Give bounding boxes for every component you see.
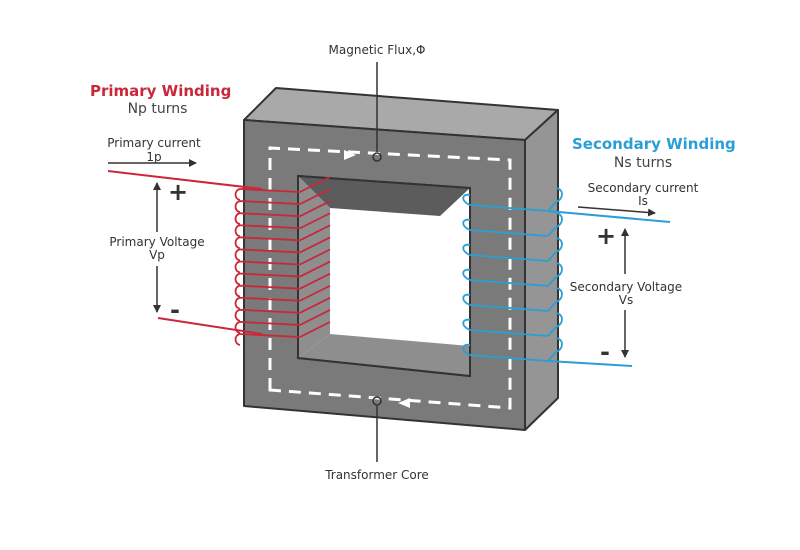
secondary-plus-sign: + [596,222,617,250]
secondary-coil-turn [462,212,563,237]
primary-lead-bottom [157,317,263,335]
secondary-lead-bottom [547,360,633,367]
secondary-current-label: Secondary current [587,181,699,195]
primary-coil-turn [234,212,331,238]
primary-lead-top [107,170,263,190]
secondary-coil-turn [462,262,563,287]
core-side-face [524,109,559,431]
primary-voltage-symbol: Vp [149,248,165,262]
core-window-side-face [298,176,330,358]
primary-coil-turn [234,284,331,310]
primary-coil-turn [234,248,331,274]
core-window-outline [297,174,471,378]
magnetic-flux-label: Magnetic Flux,Φ [328,43,426,57]
flux-arrow-top [344,150,356,160]
secondary-coil-turn [462,237,563,262]
primary-coil-turn [234,236,331,262]
secondary-current-symbol: Is [638,194,648,208]
primary-coil-turn [234,272,331,298]
primary-current-symbol: 1p [146,150,162,164]
secondary-coil-turn [462,287,563,312]
primary-turns-label: Np turns [127,101,188,117]
primary-winding-coil [234,176,331,346]
primary-coil-turn [234,321,331,346]
primary-coil-turn [234,260,331,286]
primary-plus-sign: + [168,178,189,206]
secondary-voltage-symbol: Vs [618,293,634,307]
primary-coil-turn [234,200,331,226]
primary-coil-turn [234,224,331,250]
primary-coil-turn [234,176,331,201]
transformer-core-body [243,87,559,431]
secondary-coil-turn [462,187,563,212]
secondary-lead-top [547,210,671,223]
secondary-turns-label: Ns turns [613,155,673,171]
secondary-minus-sign: - [600,338,610,366]
primary-coil-turn [234,297,331,322]
secondary-current-arrow [577,206,656,217]
flux-arrow-bottom [398,398,410,408]
primary-voltage-label: Primary Voltage [109,235,205,249]
transformer-core-label: Transformer Core [325,468,429,482]
secondary-voltage-label: Secondary Voltage [569,280,683,294]
core-window-bottom-face [298,334,470,376]
flux-pointer-dot [372,152,382,162]
primary-coil-turn [234,188,331,213]
magnetic-flux-path [268,146,512,410]
primary-minus-sign: - [170,296,180,324]
core-pointer-dot [372,396,382,406]
primary-coil-turn [234,309,331,334]
primary-current-label: Primary current [107,136,201,150]
secondary-coil-turn [462,337,563,362]
primary-winding-title: Primary Winding [90,82,232,100]
secondary-winding-title: Secondary Winding [572,135,736,153]
secondary-winding-coil [462,187,563,362]
secondary-coil-turn [462,312,563,337]
